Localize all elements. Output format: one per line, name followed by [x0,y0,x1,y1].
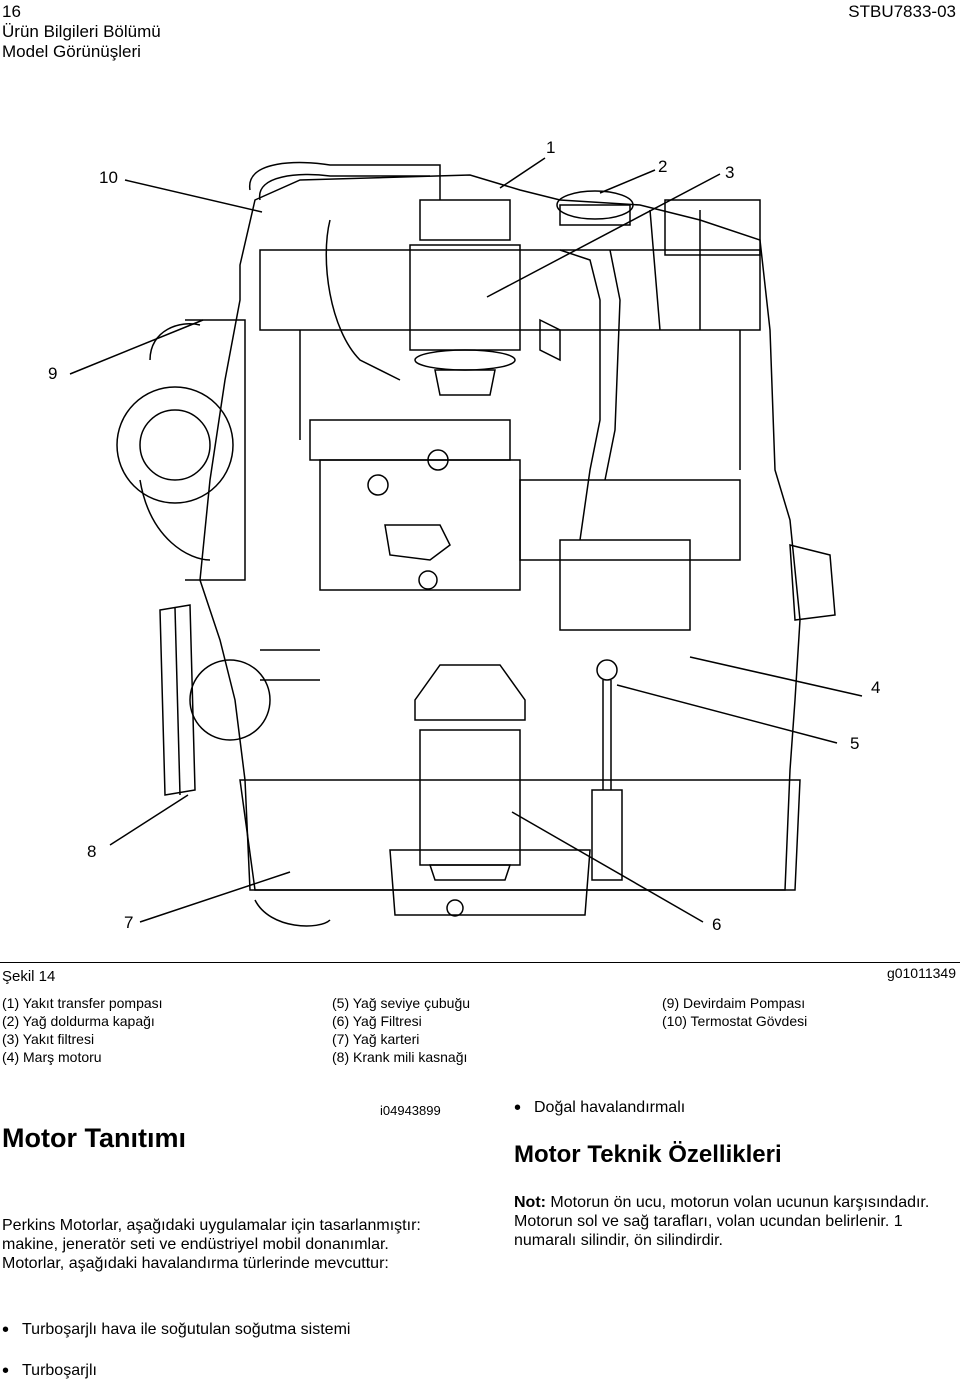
subsection-title: Model Görünüşleri [2,42,141,61]
legend-item: (8) Krank mili kasnağı [332,1049,468,1065]
legend-item: (1) Yakıt transfer pompası [2,995,163,1011]
caption-rule [0,962,960,963]
bullet-item: Doğal havalandırmalı [514,1097,685,1120]
callout-1: 1 [546,138,556,157]
section-heading-motor-intro: Motor Tanıtımı [2,1123,186,1153]
callout-8: 8 [87,842,97,861]
section-heading-specs: Motor Teknik Özellikleri [514,1141,782,1168]
legend-column-3: (9) Devirdaim Pompası (10) Termostat Göv… [662,994,807,1030]
legend-item: (5) Yağ seviye çubuğu [332,995,471,1011]
callout-6: 6 [712,915,722,934]
engine-drawing [69,157,863,927]
legend-column-1: (1) Yakıt transfer pompası (2) Yağ doldu… [2,994,163,1066]
graphic-id: g01011349 [886,965,956,981]
figure-caption: Şekil 14 [2,968,56,985]
bullet-item: Turboşarjlı [2,1360,97,1383]
legend-column-2: (5) Yağ seviye çubuğu (6) Yağ Filtresi (… [332,994,470,1066]
intro-paragraph: Perkins Motorlar, aşağıdaki uygulamalar … [2,1217,421,1272]
note-text: Motorun ön ucu, motorun volan ucunun kar… [514,1194,930,1249]
legend-item: (10) Termostat Gövdesi [662,1013,808,1029]
callout-5: 5 [850,734,860,753]
legend-item: (6) Yağ Filtresi [332,1013,422,1029]
callout-7: 7 [124,913,134,932]
section-title: Ürün Bilgileri Bölümü [2,22,161,41]
bullet-item: Turboşarjlı hava ile soğutulan soğutma s… [2,1319,350,1342]
legend-item: (2) Yağ doldurma kapağı [2,1013,155,1029]
callout-10: 10 [99,168,118,187]
legend-item: (7) Yağ karteri [332,1031,420,1047]
document-code: STBU7833-03 [848,2,956,21]
page-number: 16 [2,2,21,21]
note-label: Not: [514,1194,546,1211]
callout-3: 3 [725,163,735,182]
section-reference-id: i04943899 [380,1103,441,1118]
legend-item: (3) Yakıt filtresi [2,1031,95,1047]
legend-item: (9) Devirdaim Pompası [662,995,806,1011]
legend-item: (4) Marş motoru [2,1049,102,1065]
callout-9: 9 [48,364,58,383]
callout-2: 2 [658,157,668,176]
callout-4: 4 [871,678,881,697]
specs-note: Not: Motorun ön ucu, motorun volan ucunu… [514,1193,954,1250]
